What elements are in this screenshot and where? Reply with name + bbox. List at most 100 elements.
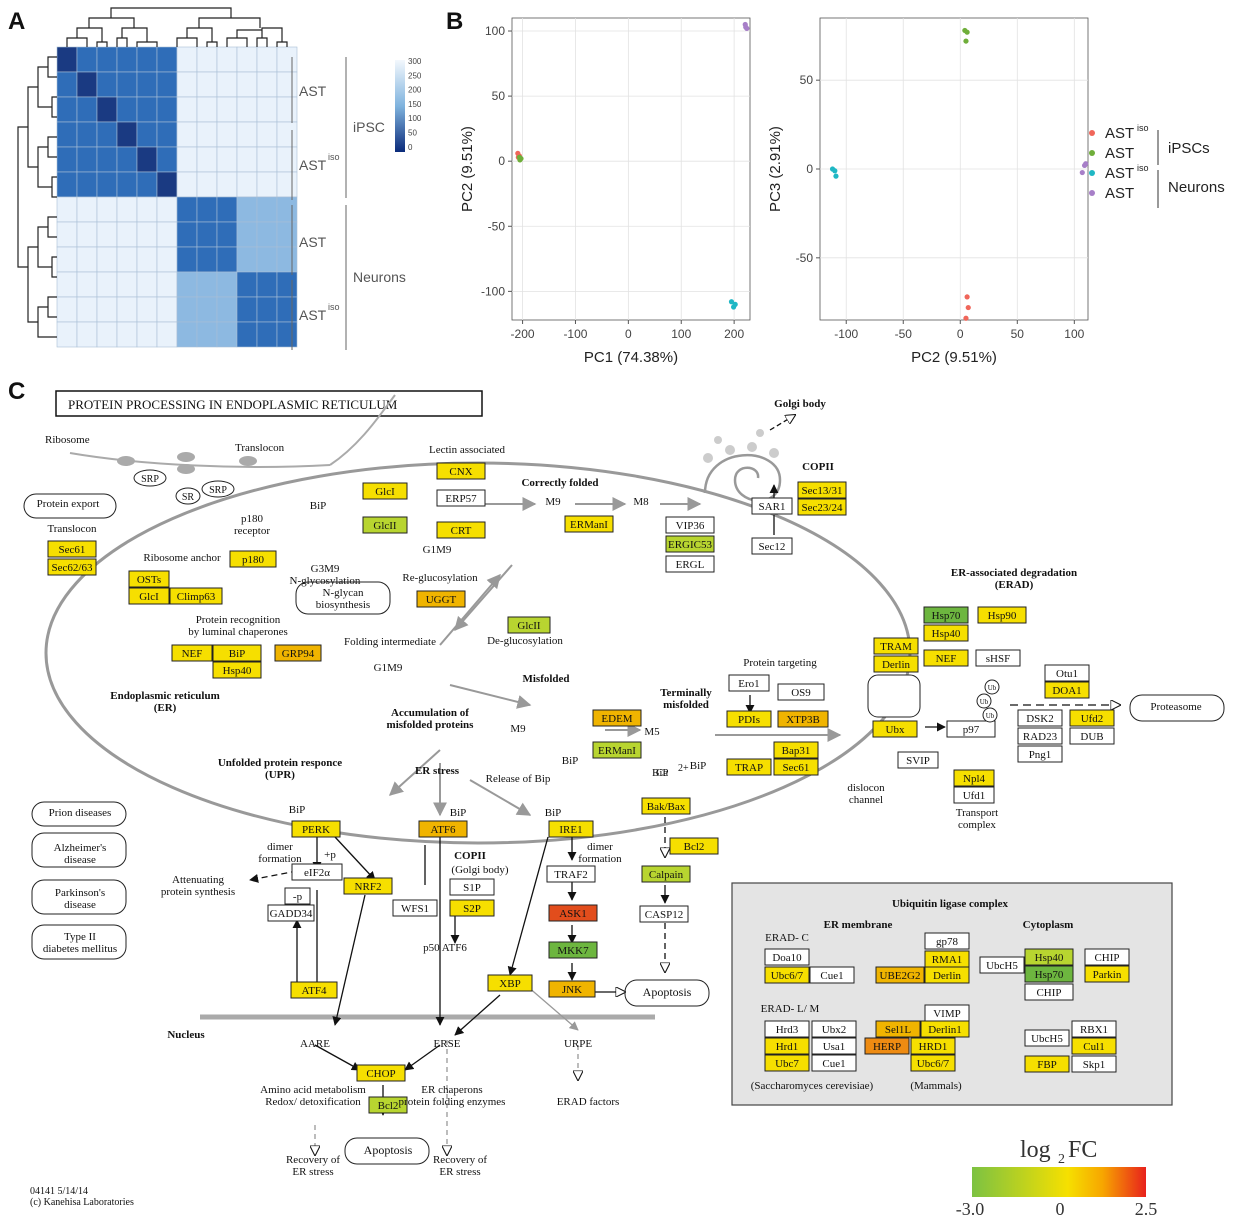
label-g3m9: N-glycosylation: [290, 575, 361, 587]
gene-box: Hsp70: [1024, 965, 1074, 983]
label-erad: ER-associated degradation: [951, 567, 1077, 579]
label-park: disease: [64, 899, 96, 911]
gene-box: Calpain: [641, 865, 691, 883]
heatmap-cell: [236, 221, 258, 248]
heatmap-cell: [156, 221, 178, 248]
pathway-link-nglycan[interactable]: [295, 581, 391, 615]
gene-box-rect: [873, 655, 919, 673]
gene-box-rect: [751, 537, 793, 555]
gene-label: TRAF2: [554, 869, 588, 881]
gene-box: FBP: [1024, 1055, 1070, 1073]
legend-swatch: [1089, 150, 1095, 156]
heatmap-cell: [176, 296, 198, 323]
heatmap-cell: [76, 321, 98, 348]
gene-box-rect: [267, 904, 315, 922]
heatmap-cell: [276, 171, 298, 198]
label-m9: M9: [545, 496, 561, 508]
gene-box-rect: [128, 570, 170, 588]
gene-label: DOA1: [1052, 685, 1081, 697]
heatmap-cell: [176, 96, 198, 123]
gene-box: Usa1: [811, 1037, 857, 1055]
gene-label: Bcl2: [378, 1100, 399, 1112]
gene-box: Doa10: [764, 948, 810, 966]
gene-box-rect: [773, 741, 819, 759]
label-footer: (c) Kanehisa Laboratories: [30, 1197, 134, 1208]
panel-label-a: A: [8, 8, 26, 35]
heatmap-cell: [156, 171, 178, 198]
heatmap-cell: [256, 271, 278, 298]
heatmap-cell: [216, 96, 238, 123]
label-golgi2: (Golgi body): [451, 864, 508, 876]
gene-label: Hsp40: [223, 665, 252, 677]
heatmap-cell: [136, 321, 158, 348]
heatmap-cell: [116, 321, 138, 348]
legend-label: AST: [1105, 145, 1134, 162]
heatmap-cell: [136, 271, 158, 298]
pathway-link-park[interactable]: [31, 879, 127, 915]
gene-box: Bap31: [773, 741, 819, 759]
gene-box: NEF: [171, 644, 213, 662]
pathway-link-alz[interactable]: [31, 832, 127, 868]
gene-box-rect: [897, 751, 939, 769]
gene-box: IRE1: [548, 820, 594, 838]
heatmap-cell: [256, 296, 278, 323]
label-protrec: by luminal chaperones: [188, 626, 288, 638]
label-lectin: Lectin associated: [429, 444, 506, 456]
heatmap-cell: [96, 146, 118, 173]
pathway-link-prion[interactable]: [31, 801, 127, 827]
gene-box: Ubc7: [764, 1054, 810, 1072]
legend-swatch: [1089, 190, 1095, 196]
pathway-arrows: [249, 415, 1120, 1116]
gene-box-rect: [546, 865, 596, 883]
gene-box: UbcH5: [979, 956, 1025, 974]
gene-box-rect: [764, 948, 810, 966]
heatmap-cell: [176, 146, 198, 173]
gene-box: PERK: [291, 820, 341, 838]
gene-box-rect: [728, 674, 770, 692]
gene-box-rect: [864, 1037, 910, 1055]
heatmap-cell: [176, 71, 198, 98]
gene-label: CNX: [449, 466, 472, 478]
label-amino: Amino acid metabolism: [260, 1084, 366, 1096]
gene-label: NEF: [936, 653, 957, 665]
gene-box: Sel1L: [875, 1020, 921, 1038]
gene-label: TRAM: [880, 641, 912, 653]
gene-label: XTP3B: [786, 714, 820, 726]
heatmap-cell: [116, 296, 138, 323]
label-cyto: Cytoplasm: [1023, 919, 1074, 931]
gene-box: SVIP: [897, 751, 939, 769]
gene-label: GlcI: [139, 591, 159, 603]
gene-box: Derlin: [873, 655, 919, 673]
label-aare: AARE: [300, 1038, 330, 1050]
pathway-link-t2d[interactable]: [31, 924, 127, 960]
pathway-link-apop2[interactable]: [344, 1137, 430, 1165]
row-label-astiso-neuron: AST: [299, 307, 327, 323]
heatmap-cell: [56, 96, 78, 123]
y-tick-label: -100: [481, 284, 505, 298]
gene-box: EDEM: [592, 709, 642, 727]
heatmap-cell: [256, 96, 278, 123]
label-p180r: receptor: [234, 525, 270, 537]
heatmap-cell: [176, 196, 198, 223]
gene-box: Cue1: [811, 1054, 857, 1072]
label-eradlm: ERAD- L/ M: [761, 1003, 820, 1015]
legend-label-sup: iso: [1137, 123, 1149, 133]
heatmap-cell: [156, 246, 178, 273]
mrna-line: [69, 452, 331, 468]
label-g3m9: G3M9: [311, 563, 340, 575]
gene-box-rect: [1017, 745, 1063, 763]
row-label-astiso-neuron-sup: iso: [328, 302, 340, 312]
heatmap-cell: [236, 96, 258, 123]
heatmap-cell: [236, 121, 258, 148]
label-relbip: Release of Bip: [486, 773, 551, 785]
gene-label: Bap31: [782, 745, 811, 757]
pathway-link-proteasome[interactable]: [1129, 694, 1225, 722]
gene-label: -p: [293, 891, 303, 903]
pathway-link-apop1[interactable]: [624, 979, 710, 1007]
gene-box: CNX: [436, 462, 486, 480]
gene-box: CHIP: [1084, 948, 1130, 966]
gene-box: WFS1: [392, 899, 438, 917]
gene-label: NEF: [182, 648, 203, 660]
pathway-link-protexp[interactable]: [23, 493, 117, 519]
vesicle-icons: [703, 429, 779, 463]
